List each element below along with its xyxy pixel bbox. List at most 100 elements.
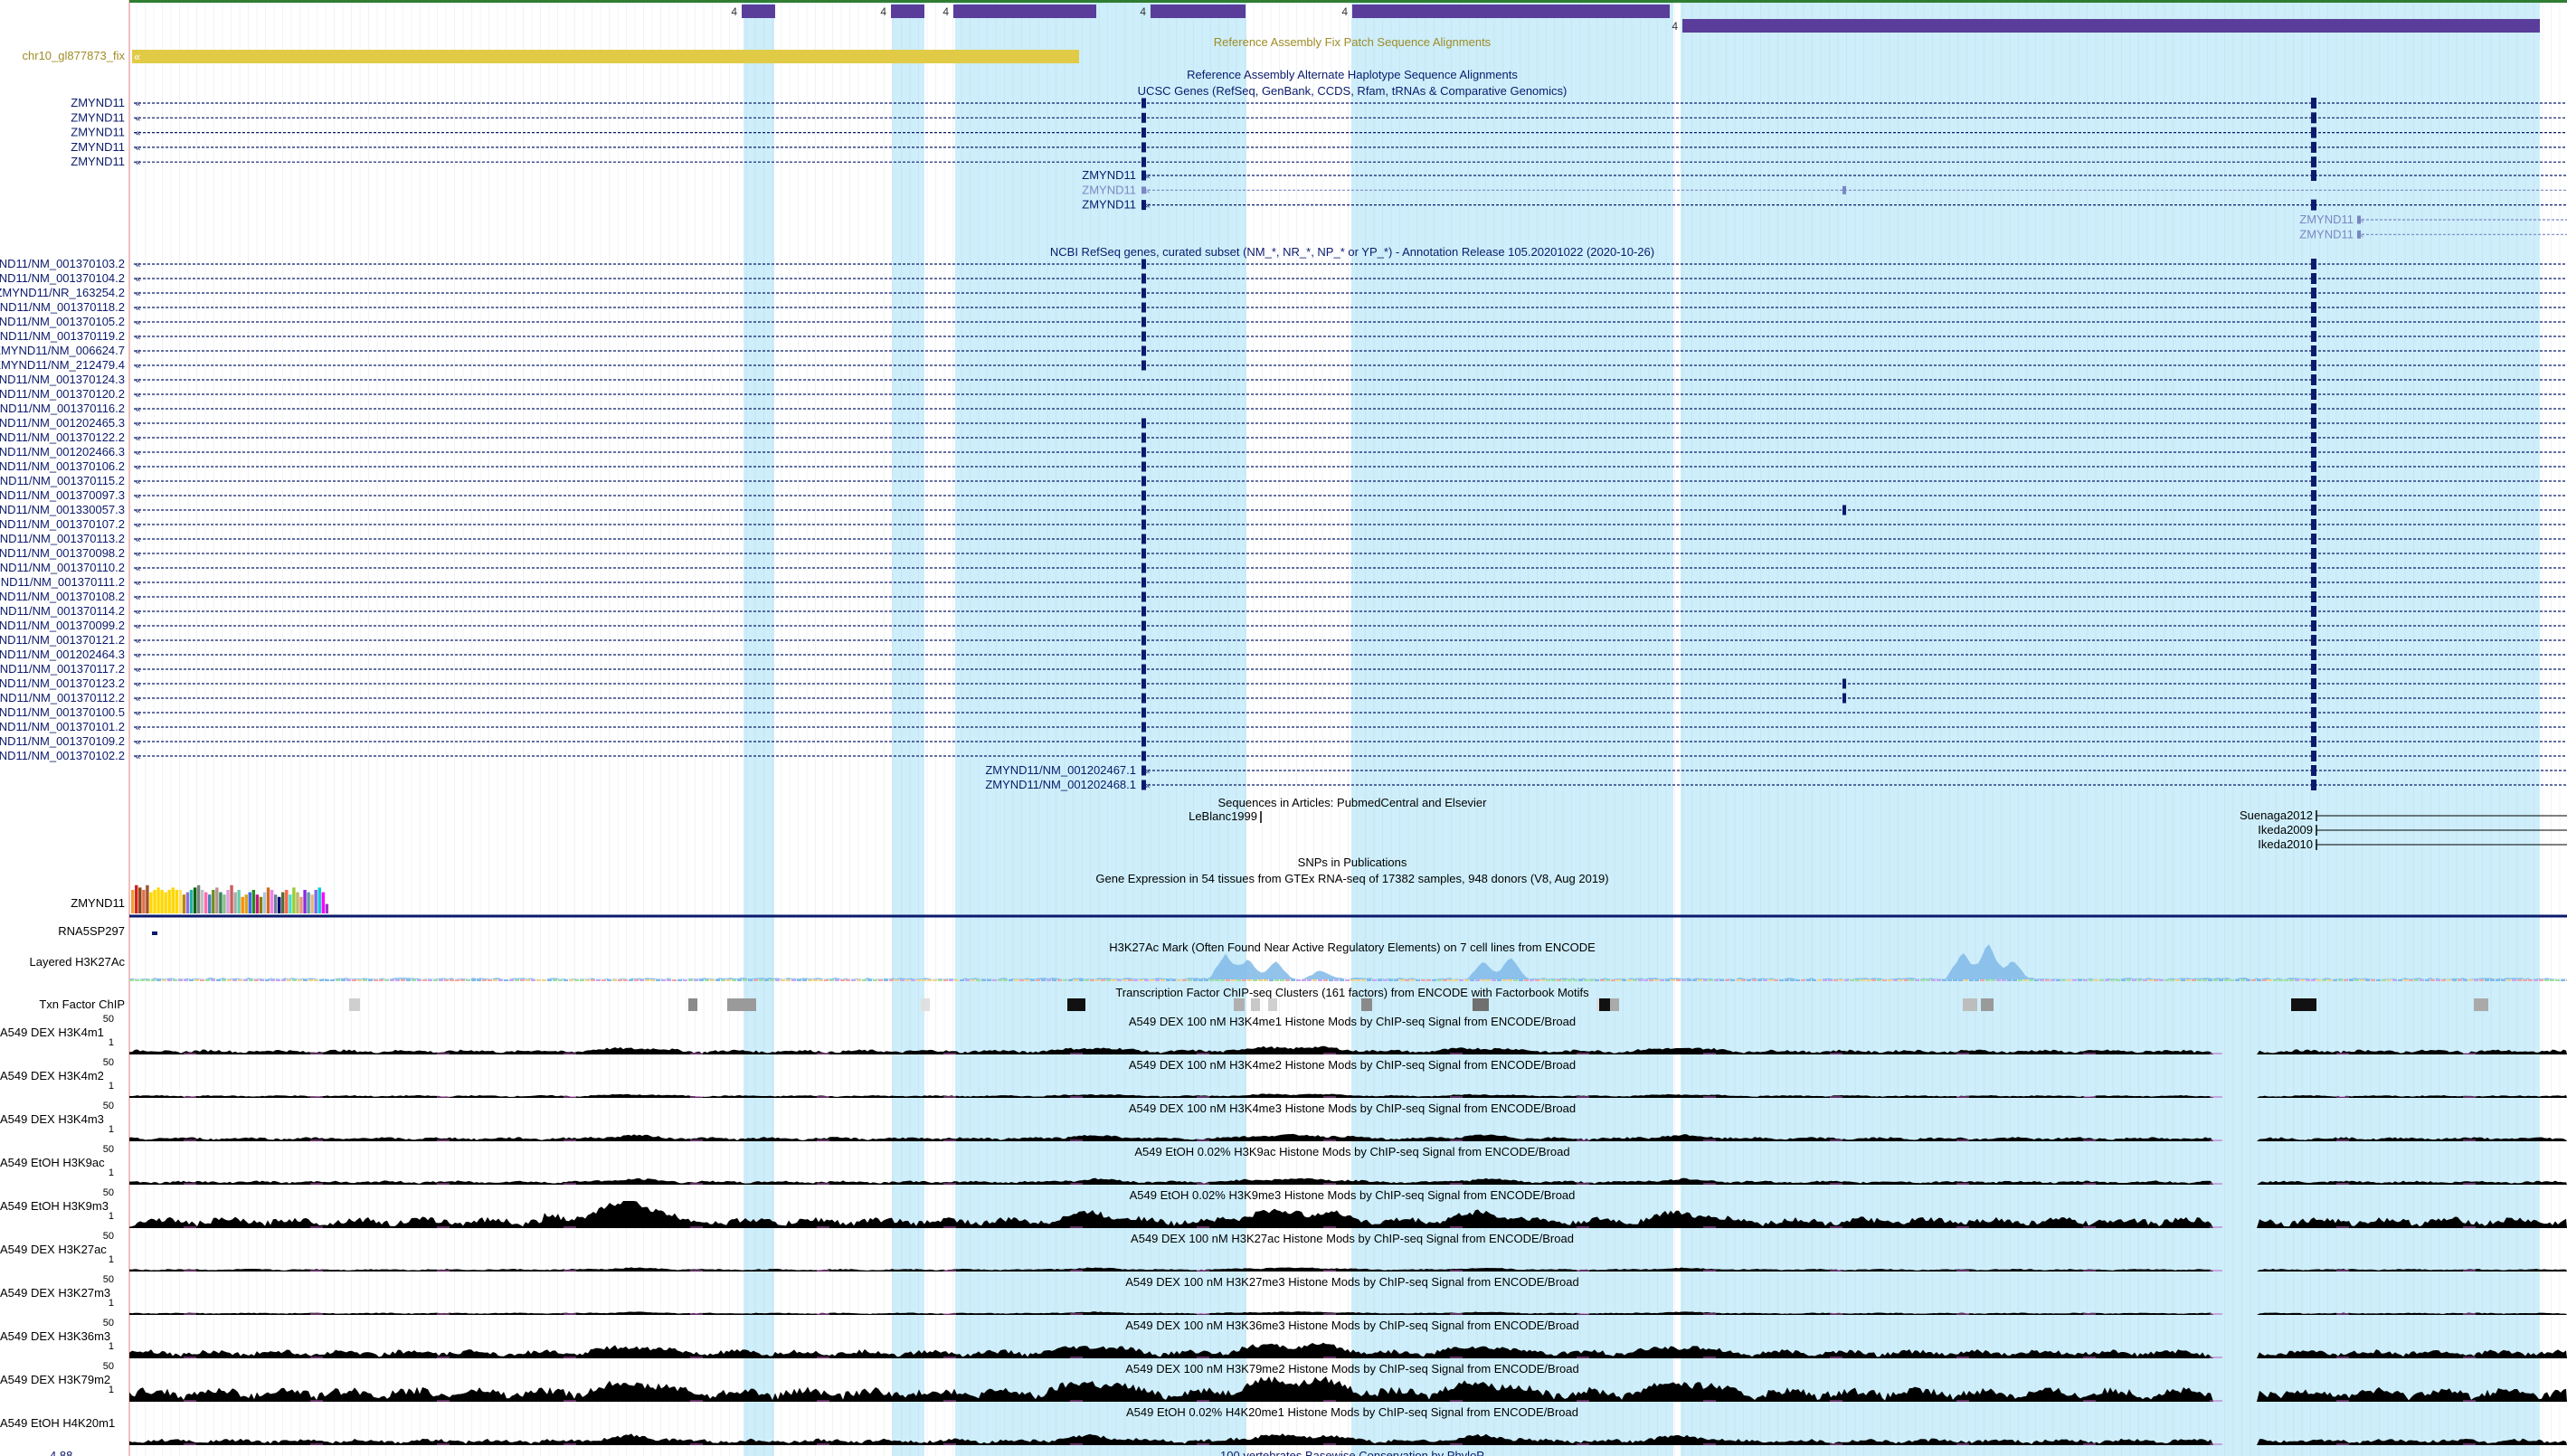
gene-exon[interactable]: [1141, 331, 1146, 342]
gene-exon[interactable]: [1141, 591, 1146, 602]
gtex-tissue-bar[interactable]: [278, 896, 281, 913]
gene-exon[interactable]: [2311, 389, 2316, 400]
gene-exon[interactable]: [1141, 664, 1146, 675]
gtex-tissue-bar[interactable]: [146, 884, 149, 913]
gene-exon[interactable]: [1141, 548, 1146, 559]
gene-exon[interactable]: [2311, 98, 2316, 109]
fix-patch-label[interactable]: chr10_gl877873_fix: [23, 49, 126, 62]
refseq-gene-label[interactable]: ND11/NM_001370103.2: [0, 257, 125, 270]
gene-exon[interactable]: [1141, 259, 1146, 269]
refseq-gene-label[interactable]: ND11/NM_001370100.5: [0, 705, 125, 719]
gene-exon[interactable]: [2357, 230, 2361, 239]
gtex-tissue-bar[interactable]: [303, 890, 307, 913]
gtex-tissue-bar[interactable]: [175, 890, 178, 913]
pub-item-leblanc1999[interactable]: LeBlanc1999: [1189, 809, 1257, 823]
refseq-gene-label[interactable]: ND11/NM_001370116.2: [0, 402, 125, 415]
histone-track-label[interactable]: A549 EtOH H3K9m3: [0, 1199, 109, 1213]
gene-exon[interactable]: [1141, 707, 1146, 718]
gene-exon[interactable]: [2311, 317, 2316, 327]
gtex-tissue-bar[interactable]: [285, 890, 289, 913]
gene-exon[interactable]: [2311, 331, 2316, 342]
gene-exon[interactable]: [1141, 142, 1146, 153]
gene-exon[interactable]: [1141, 98, 1146, 109]
gene-exon[interactable]: [2311, 273, 2316, 284]
gene-exon[interactable]: [2311, 606, 2316, 617]
ucsc-gene-label[interactable]: ZMYND11: [71, 140, 125, 154]
patch-block[interactable]: [1151, 5, 1246, 18]
gene-exon[interactable]: [1141, 563, 1146, 573]
tfbs-cluster[interactable]: [688, 998, 697, 1011]
histone-signal[interactable]: [129, 1376, 2567, 1402]
gtex-tissue-bar[interactable]: [196, 884, 201, 913]
refseq-gene-label[interactable]: ZMYND11/NM_212479.4: [0, 358, 125, 372]
histone-signal[interactable]: [129, 1133, 2567, 1141]
gene-exon[interactable]: [2311, 765, 2316, 776]
ucsc-gene-label[interactable]: ZMYND11: [2299, 213, 2354, 226]
gtex-tissue-bar[interactable]: [204, 892, 208, 913]
gene-exon[interactable]: [2311, 490, 2316, 501]
gtex-tissue-bar[interactable]: [233, 892, 237, 913]
gtex-tissue-bar[interactable]: [273, 894, 278, 913]
gene-exon[interactable]: [2311, 722, 2316, 733]
refseq-gene-label[interactable]: ND11/NM_001330057.3: [0, 503, 125, 516]
gene-exon[interactable]: [1141, 678, 1146, 689]
refseq-gene-label[interactable]: ND11/NM_001370101.2: [0, 720, 125, 733]
gtex-tissue-bar[interactable]: [310, 894, 314, 913]
gene-exon[interactable]: [2311, 461, 2316, 472]
refseq-gene-label[interactable]: ND11/NM_001202464.3: [0, 648, 125, 661]
gene-exon[interactable]: [2311, 156, 2316, 168]
refseq-gene-label[interactable]: ND11/NM_001202465.3: [0, 416, 125, 430]
gene-exon[interactable]: [1141, 722, 1146, 733]
histone-track-label[interactable]: A549 EtOH H3K9ac: [0, 1156, 105, 1169]
gtex-tissue-bar[interactable]: [167, 890, 171, 913]
gene-exon[interactable]: [2311, 534, 2316, 544]
gene-exon[interactable]: [2311, 620, 2316, 631]
gtex-tissue-bar[interactable]: [255, 894, 260, 913]
gene-exon[interactable]: [2311, 432, 2316, 443]
gtex-tissue-bar[interactable]: [185, 892, 190, 913]
gene-exon[interactable]: [2311, 259, 2316, 269]
gene-exon[interactable]: [1842, 693, 1846, 704]
gtex-tissue-bar[interactable]: [314, 890, 317, 913]
gene-exon[interactable]: [1141, 200, 1146, 211]
gtex-tissue-bar[interactable]: [135, 884, 138, 913]
gene-exon[interactable]: [2311, 360, 2316, 371]
gene-exon[interactable]: [1141, 273, 1146, 284]
refseq-gene-label[interactable]: ND11/NM_001370099.2: [0, 619, 125, 632]
gene-exon[interactable]: [2311, 649, 2316, 660]
gene-exon[interactable]: [1141, 288, 1146, 298]
refseq-gene-label[interactable]: ZMYND11/NR_163254.2: [0, 286, 125, 299]
gene-exon[interactable]: [2311, 374, 2316, 385]
gene-exon[interactable]: [1141, 577, 1146, 588]
gtex-tissue-bar[interactable]: [281, 892, 285, 913]
refseq-track[interactable]: ND11/NM_001370103.2«ND11/NM_001370104.2«…: [0, 257, 2567, 791]
tfbs-cluster[interactable]: [1361, 998, 1372, 1011]
tfbs-cluster[interactable]: [1963, 998, 1977, 1011]
gtex-tissue-bar[interactable]: [248, 892, 251, 913]
h3k27ac-label[interactable]: Layered H3K27Ac: [29, 955, 125, 969]
ucsc-gene-label[interactable]: ZMYND11: [71, 96, 125, 109]
gtex-tissue-bar[interactable]: [321, 892, 325, 913]
gene-exon[interactable]: [2311, 403, 2316, 414]
gene-exon[interactable]: [2311, 780, 2316, 790]
gene-exon[interactable]: [2311, 664, 2316, 675]
gene-exon[interactable]: [1141, 186, 1146, 194]
gene-exon[interactable]: [2311, 476, 2316, 487]
tfbs-cluster[interactable]: [1473, 998, 1489, 1011]
gene-exon[interactable]: [2311, 678, 2316, 689]
gene-exon[interactable]: [1141, 620, 1146, 631]
gene-exon[interactable]: [2311, 635, 2316, 646]
gene-exon[interactable]: [2311, 418, 2316, 429]
ucsc-gene-label[interactable]: ZMYND11: [1082, 198, 1136, 212]
gtex-tissue-bar[interactable]: [266, 887, 270, 913]
h3k27ac-signal[interactable]: [129, 944, 2567, 981]
tfbs-cluster[interactable]: [1981, 998, 1994, 1011]
tfbs-cluster[interactable]: [1234, 998, 1245, 1011]
ucsc-genes-track[interactable]: ZMYND11«ZMYND11«ZMYND11«ZMYND11«ZMYND11«…: [71, 96, 2567, 241]
gene-exon[interactable]: [1141, 490, 1146, 501]
pub-item-right[interactable]: Suenaga2012: [2240, 808, 2313, 822]
refseq-gene-label[interactable]: ND11/NM_001370118.2: [0, 300, 125, 314]
tfbs-cluster[interactable]: [727, 998, 756, 1011]
